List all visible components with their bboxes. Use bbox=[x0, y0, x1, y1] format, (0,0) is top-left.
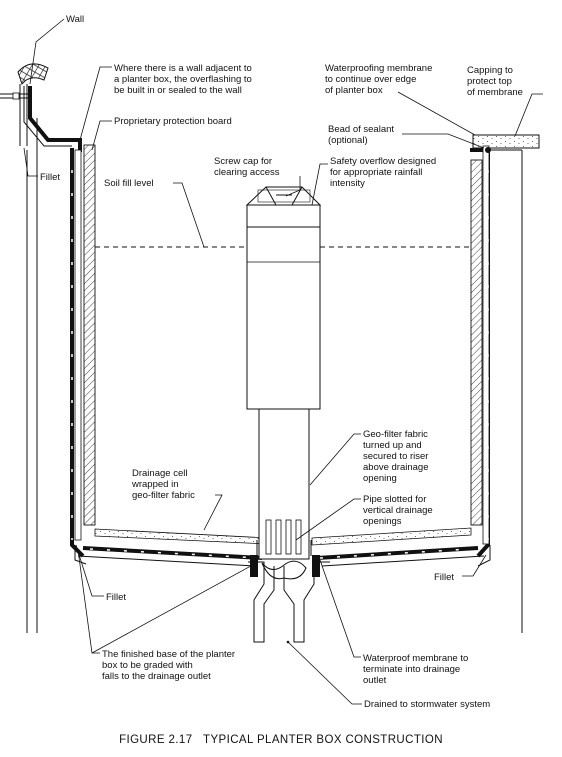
label-screw-cap: Screw cap for clearing access bbox=[214, 156, 280, 178]
label-wall: Wall bbox=[66, 14, 84, 25]
planter-structure bbox=[0, 63, 540, 643]
label-geo-filter-fabric: Geo-filter fabric turned up and secured … bbox=[363, 429, 431, 484]
label-safety-overflow: Safety overflow designed for appropriate… bbox=[330, 156, 439, 189]
label-capping: Capping to protect top of membrane bbox=[467, 65, 523, 98]
label-protection-board: Proprietary protection board bbox=[114, 116, 232, 127]
label-bead-of-sealant: Bead of sealant (optional) bbox=[328, 124, 397, 146]
label-waterproof-terminate: Waterproof membrane to terminate into dr… bbox=[363, 653, 471, 686]
adjacent-wall bbox=[0, 63, 49, 146]
label-drainage-cell: Drainage cell wrapped in geo-filter fabr… bbox=[131, 468, 195, 501]
label-fillet-top-left: Fillet bbox=[40, 172, 60, 183]
annotations: Wall Where there is a wall adjacent to a… bbox=[40, 14, 523, 746]
label-fillet-bottom-left: Fillet bbox=[106, 592, 126, 603]
label-wall-adjacent: Where there is a wall adjacent to a plan… bbox=[114, 63, 254, 96]
label-drained: Drained to stormwater system bbox=[364, 699, 490, 710]
label-fillet-bottom-right: Fillet bbox=[434, 572, 454, 583]
leader-lines bbox=[23, 18, 543, 705]
drainage-outlet bbox=[248, 555, 330, 643]
label-pipe-slotted: Pipe slotted for vertical drainage openi… bbox=[363, 494, 435, 527]
label-soil-fill-level: Soil fill level bbox=[104, 178, 154, 189]
overflow-riser bbox=[245, 186, 322, 580]
label-finished-base: The finished base of the planter box to … bbox=[102, 649, 238, 682]
capping bbox=[472, 134, 540, 149]
label-waterproofing-membrane: Waterproofing membrane to continue over … bbox=[325, 63, 435, 96]
figure-caption: FIGURE 2.17 TYPICAL PLANTER BOX CONSTRUC… bbox=[119, 734, 443, 746]
